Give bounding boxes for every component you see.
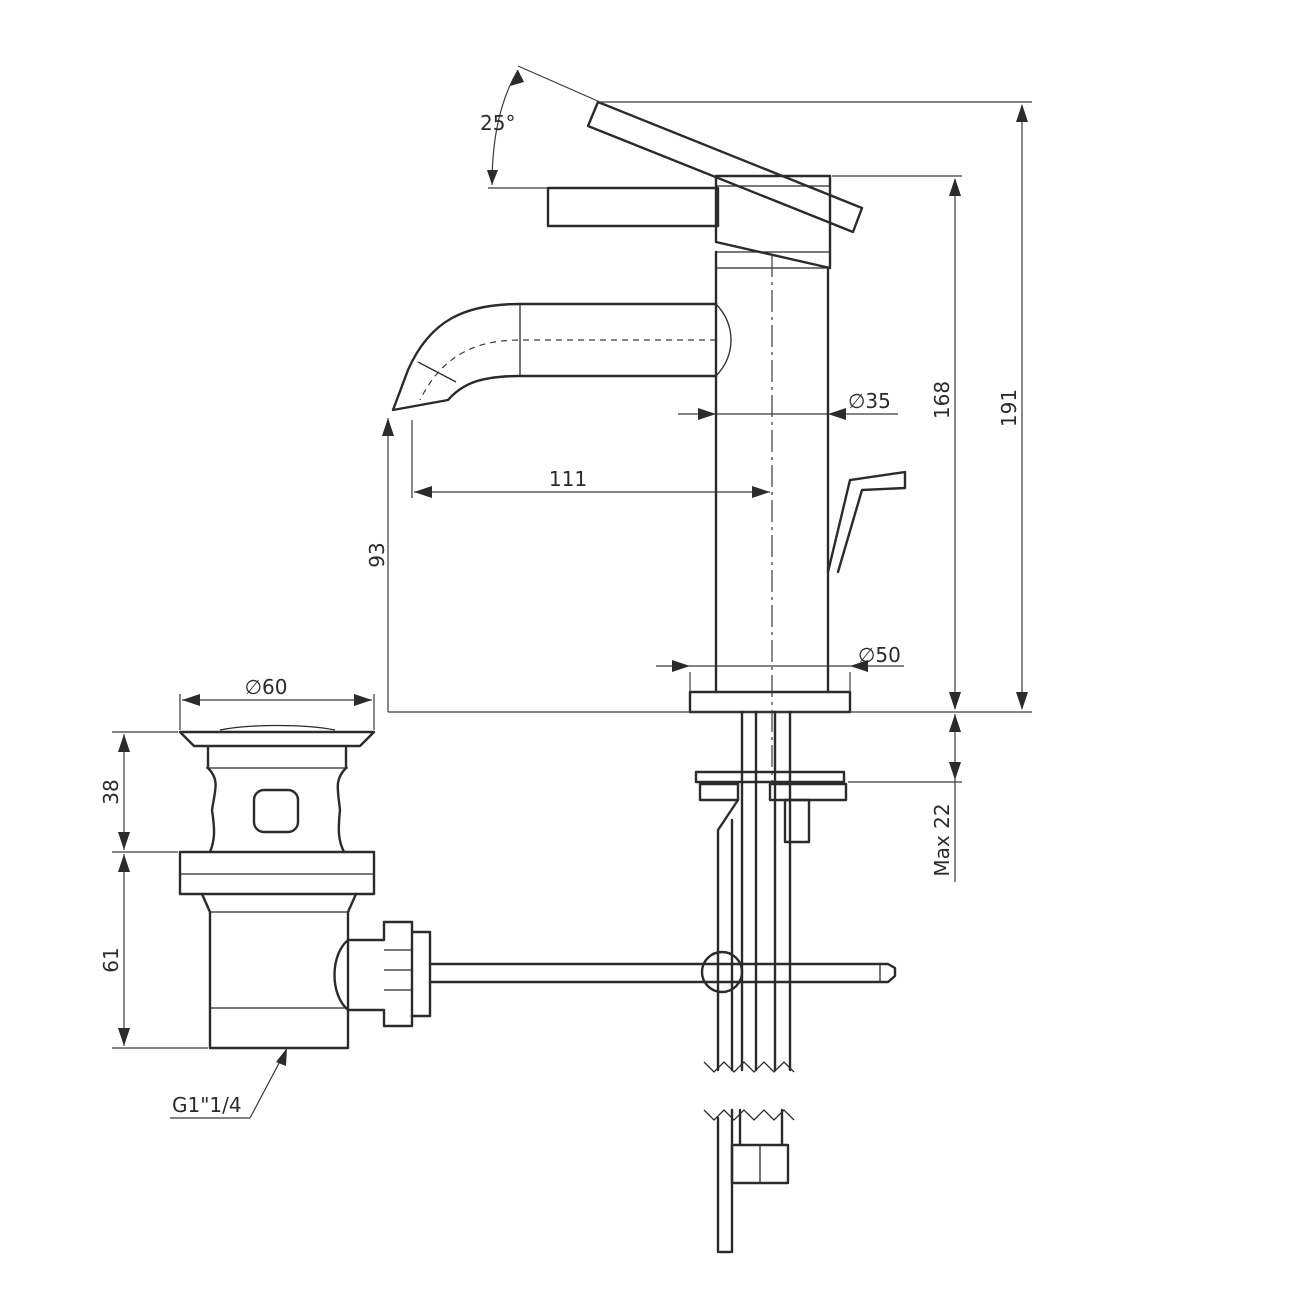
dim-base-diameter-label: ∅50 <box>858 643 901 667</box>
dim-waste-body-label: 61 <box>99 947 123 972</box>
dim-waste-head-label: 38 <box>99 779 123 804</box>
waste-side-connector <box>346 920 414 1028</box>
waste-nut <box>178 850 376 896</box>
waste-body <box>200 892 358 1050</box>
waste-slot <box>252 788 300 834</box>
waste-rod <box>428 962 897 984</box>
waste-cage <box>206 746 348 854</box>
dim-lever-height-label: 168 <box>930 381 954 419</box>
dim-spout-height-label: 93 <box>365 542 389 567</box>
under-deck-fixings <box>694 710 848 1254</box>
dim-waste-diameter-label: ∅60 <box>245 675 288 699</box>
dim-waste-thread-label: G1"1/4 <box>172 1093 242 1117</box>
dimensions: 25° 191 168 ∅35 111 93 ∅50 <box>99 65 1032 1119</box>
waste-flange <box>178 730 376 748</box>
dim-spout-reach-label: 111 <box>549 467 587 491</box>
tap-body <box>714 250 830 694</box>
dim-overall-height-label: 191 <box>997 389 1021 427</box>
lever-handle-open <box>586 100 864 234</box>
dim-angle-label: 25° <box>480 111 515 135</box>
base-plate <box>688 690 852 714</box>
lever-handle-closed <box>546 186 720 228</box>
rod-clevis <box>700 950 744 994</box>
basin-mixer <box>391 100 907 785</box>
cartridge-cap <box>714 174 832 270</box>
pop-up-waste <box>178 724 897 1050</box>
pop-up-lever <box>826 470 907 574</box>
dim-max-deck-label: Max 22 <box>930 803 954 876</box>
dim-body-diameter-label: ∅35 <box>848 389 891 413</box>
spout <box>391 302 718 412</box>
